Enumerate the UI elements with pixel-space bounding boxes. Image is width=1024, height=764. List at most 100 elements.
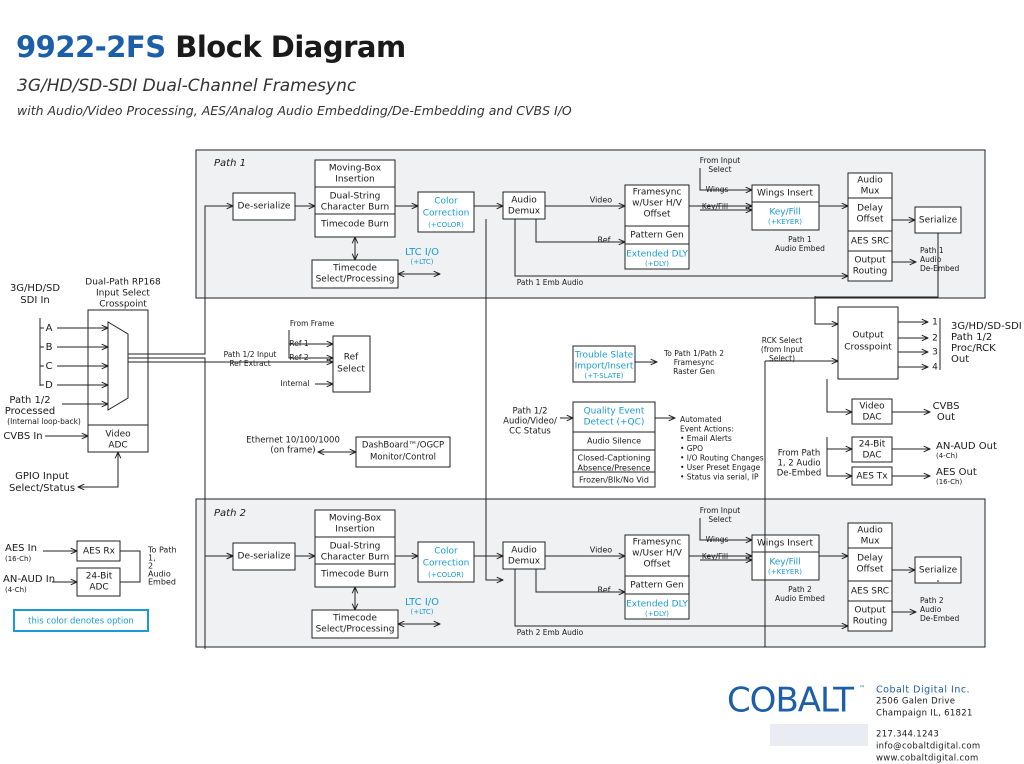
- an-aud-in-ch: (4-Ch): [5, 586, 27, 594]
- path-1-color-option: (+COLOR): [428, 221, 464, 229]
- path-1-delay-offset-label-line: Delay: [857, 204, 883, 214]
- path-2-framesync: [624, 534, 690, 620]
- path-2-pattern-gen-label: Pattern Gen: [630, 581, 683, 591]
- output-crosspoint: [837, 306, 899, 380]
- trademark-icon: ™: [859, 685, 865, 692]
- crosspoint-title-line: Crosspoint: [99, 300, 147, 310]
- loopback-label: (Internal loop-back): [7, 417, 81, 426]
- crosspoint-title-line: Dual-Path RP168: [85, 278, 161, 288]
- event-action-1: Event Actions:: [680, 425, 734, 434]
- company-email: info@cobaltdigital.com: [876, 742, 981, 752]
- deembed-to-aes: [826, 437, 852, 476]
- trouble-slate-label-line: Import/Insert: [575, 362, 634, 372]
- to-path-audio-label-line: Audio: [148, 570, 171, 579]
- path-2-timecode-select-label-line: Select/Processing: [316, 625, 395, 635]
- path-2-keyer-option: (+KEYER): [768, 568, 802, 576]
- logo-reflection: [770, 724, 868, 746]
- path-2-framesync-label-line: w/User H/V: [632, 549, 683, 559]
- sdi-in-label-line: 3G/HD/SD: [10, 283, 60, 294]
- path-1-serialize: [914, 206, 962, 234]
- option-legend-label: this color denotes option: [28, 617, 134, 627]
- event-action-5: • User Preset Engage: [680, 463, 761, 472]
- path-1-audio-mux: [847, 172, 893, 282]
- path-1-color-correction-label-line: Correction: [423, 209, 470, 219]
- dashboard-box: [355, 436, 451, 468]
- path-1-emb-audio-connector: [514, 219, 848, 276]
- from-path-deembed-label-line: De-Embed: [777, 469, 822, 479]
- internal-label: Internal: [281, 379, 310, 388]
- from-path-deembed-label-line: 1, 2 Audio: [777, 459, 820, 469]
- adc-label-line: ADC: [89, 583, 108, 593]
- path-1-from-input-label-line: Select: [708, 165, 731, 174]
- path-1-deembed-label-line: Path 1: [920, 246, 944, 255]
- path-1-moving-box: [314, 159, 396, 238]
- option-legend: [13, 609, 149, 632]
- sdi-out-label-line: Path 1/2: [951, 332, 992, 343]
- path-1-deembed-label-line: De-Embed: [920, 264, 960, 273]
- path-1-timecode-select-label-line: Select/Processing: [316, 275, 395, 285]
- path-2-serialize-label: Serialize: [919, 566, 958, 576]
- qc-status-label-line: Audio/Video/: [503, 417, 557, 427]
- path-2-from-input-label-line: Select: [708, 515, 731, 524]
- path-1-moving-box-label-line: Moving-Box: [329, 164, 382, 174]
- path-1-aes-src-label: AES SRC: [851, 237, 889, 247]
- path-2-framesync-label-line: Offset: [643, 560, 671, 570]
- an-aud-in-label: AN-AUD In: [3, 574, 55, 585]
- path-1-framesync-label-line: w/User H/V: [632, 199, 683, 209]
- aes-rx-label: AES Rx: [83, 547, 116, 557]
- path-1-deembed-label-line: Audio: [920, 255, 942, 264]
- sdi-out-label-line: Proc/RCK: [951, 343, 996, 354]
- path-1-dly-option: (+DLY): [645, 260, 669, 268]
- processed-label-line: Processed: [5, 406, 55, 417]
- ref-extract-label-line: Path 1/2 Input: [224, 350, 277, 359]
- dashboard-label-line: DashBoard™/OGCP: [362, 441, 444, 451]
- path-2-char-burn-label-line: Character Burn: [321, 553, 389, 563]
- ethernet-label-line: Ethernet 10/100/1000: [246, 436, 340, 446]
- company-street: 2506 Galen Drive: [876, 697, 955, 707]
- from-frame-label: From Frame: [290, 319, 335, 328]
- adc-label-line: 24-Bit: [86, 572, 113, 582]
- ref-extract-label-line: Ref Extract: [229, 359, 270, 368]
- path-2-audio-mux: [847, 522, 893, 632]
- aes-out-label: AES Out: [936, 467, 977, 478]
- aes-in-ch: (16-Ch): [5, 555, 31, 563]
- path-2-serialize: [914, 556, 962, 584]
- path-1-output-routing-label-line: Output: [854, 256, 886, 266]
- path-2-color-correction: [417, 541, 475, 583]
- input-mux-symbol: [107, 321, 129, 411]
- title-text: Block Diagram: [165, 30, 406, 64]
- path-1-framesync: [624, 184, 690, 270]
- path-2-output-routing-label-line: Output: [854, 606, 886, 616]
- output-crosspoint-label-line: Crosspoint: [844, 343, 892, 353]
- event-action-2: • Email Alerts: [680, 434, 732, 443]
- path-1-ref-label: Ref: [598, 236, 611, 245]
- sdi-out-label-line: 3G/HD/SD-SDI: [951, 321, 1022, 332]
- page-subtitle: 3G/HD/SD-SDI Dual-Channel Framesync: [17, 76, 357, 96]
- path-1-framesync-label-line: Framesync: [633, 188, 682, 198]
- input-port-a: A: [46, 323, 53, 334]
- rck-select-label-line: Select): [769, 354, 795, 363]
- path-1-deserialize-label: De-serialize: [238, 202, 291, 212]
- event-action-4: • I/O Routing Changes: [680, 453, 764, 462]
- path2-input: [204, 556, 233, 649]
- aes-in-label: AES In: [5, 543, 37, 554]
- path-2-deembed-label-line: Audio: [920, 605, 942, 614]
- path-2-audio-embed-label-line: Path 2: [788, 585, 812, 594]
- path-2-char-burn-label-line: Dual-String: [330, 542, 381, 552]
- path-1-audio-mux-label-line: Mux: [861, 187, 880, 197]
- ref-select-label-line: Select: [337, 365, 365, 375]
- qed-label-line: Detect (+QC): [584, 418, 645, 428]
- path-2-delay-offset-label-line: Offset: [856, 565, 884, 575]
- rck-select-label-line: (from Input: [761, 345, 803, 354]
- company-web: www.cobaltdigital.com: [876, 754, 979, 764]
- path-1-pattern-gen-label: Pattern Gen: [630, 231, 683, 241]
- path-1-char-burn-label-line: Dual-String: [330, 192, 381, 202]
- video-dac-label-line: Video: [859, 402, 885, 412]
- path-2-wings-input: [699, 518, 752, 540]
- cc-absence-label-line: Closed-Captioning: [577, 454, 650, 463]
- path-1-serialize-label: Serialize: [919, 216, 958, 226]
- gpio-label-line: GPIO Input: [15, 471, 69, 482]
- path-1-video-label: Video: [590, 196, 613, 205]
- to-path-framesync-label-line: Raster Gen: [673, 367, 715, 376]
- path-1-emb-audio-label: Path 1 Emb Audio: [517, 278, 584, 287]
